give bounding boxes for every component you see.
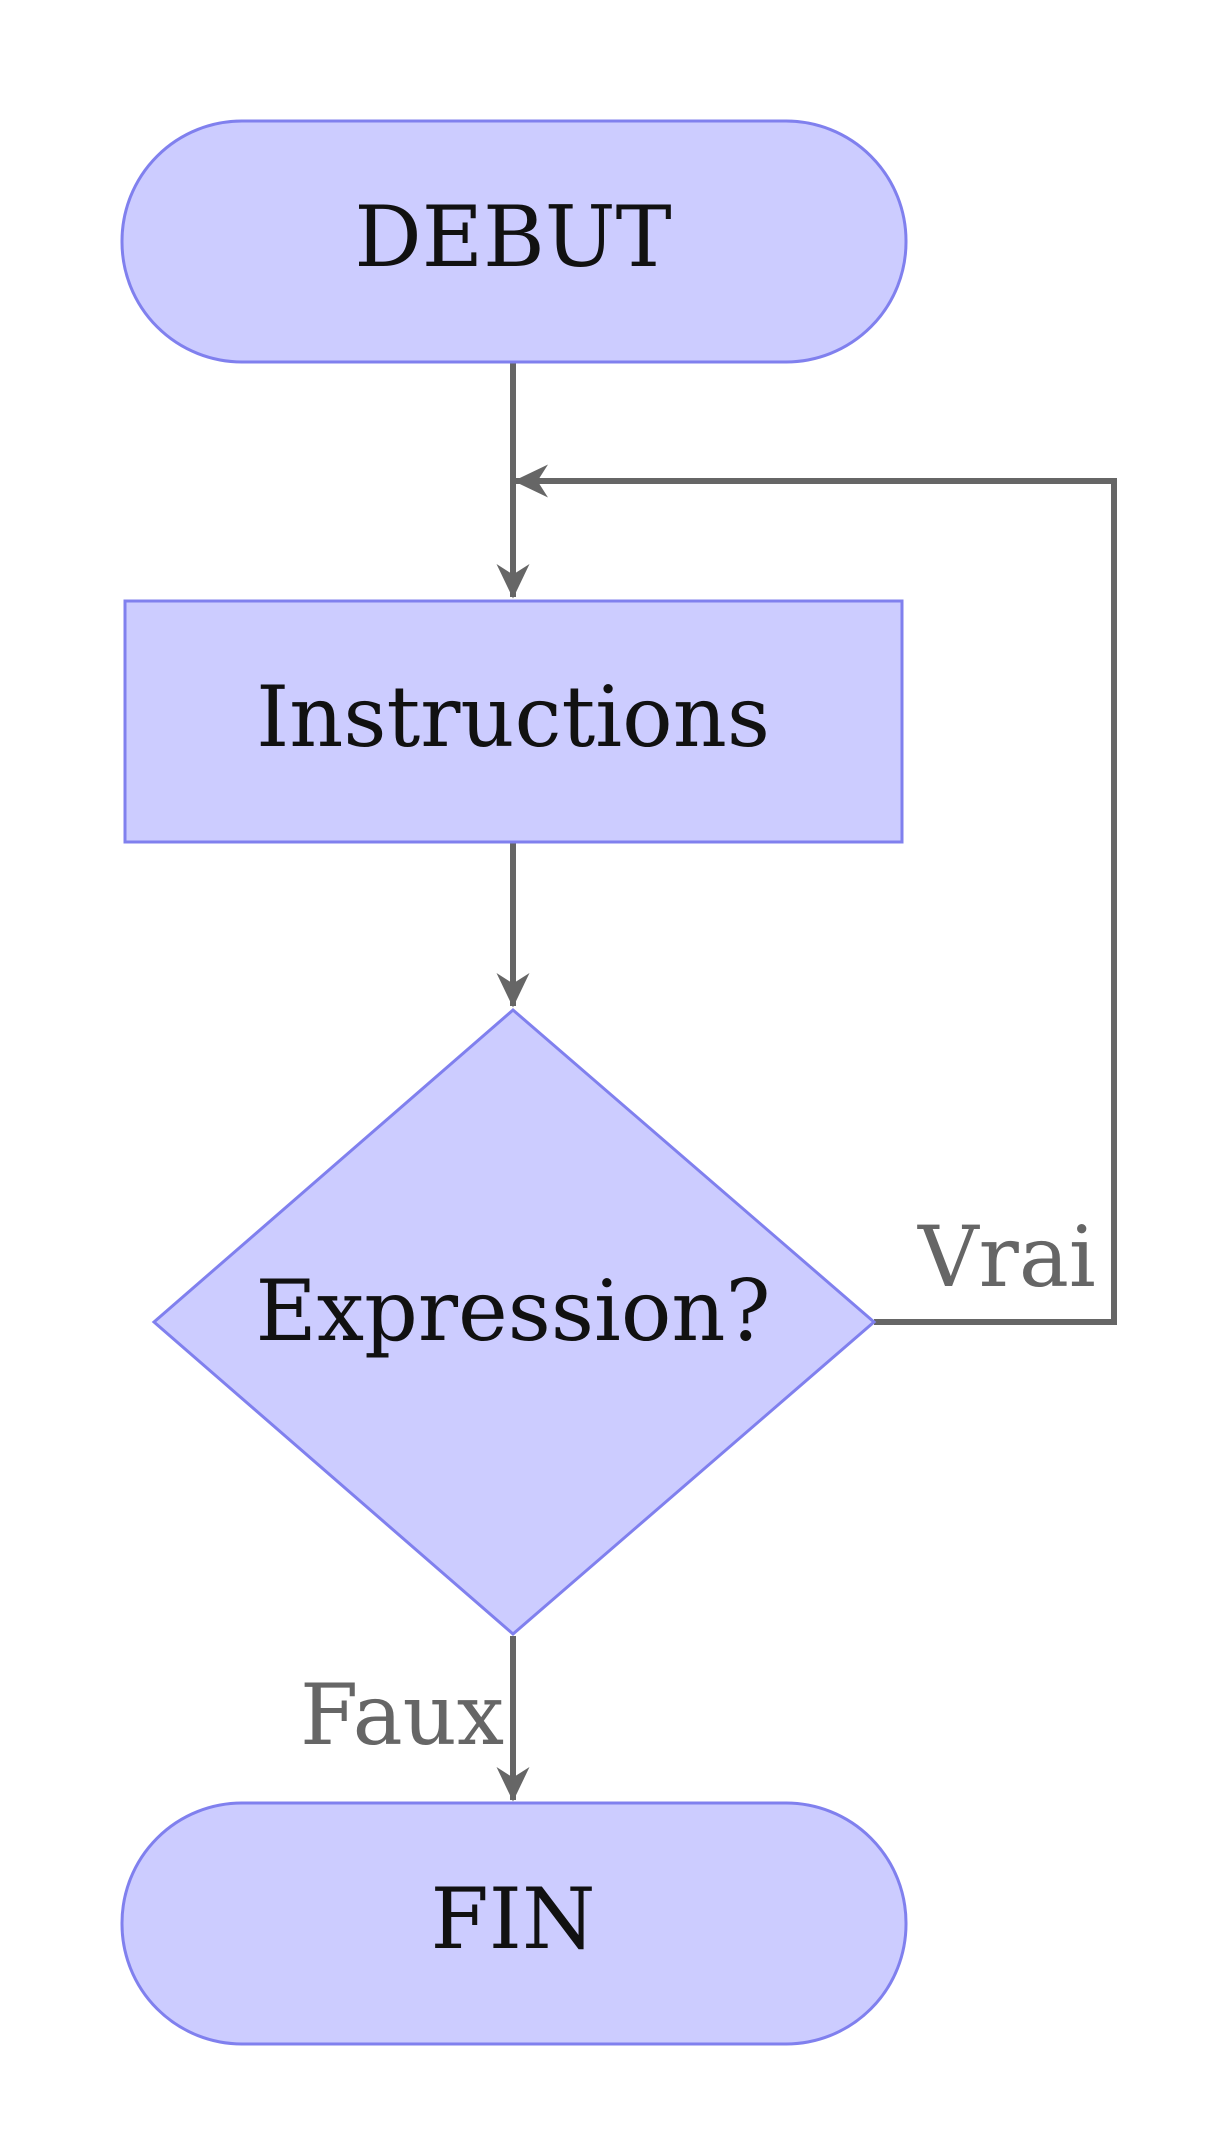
decision-label: Expression? [255,1262,770,1360]
node-decision: Expression? [151,1008,877,1636]
instructions-label: Instructions [256,668,770,766]
start-label: DEBUT [354,188,671,286]
edge-label-true: Vrai [917,1208,1096,1306]
edge-decision-true-loop [513,464,1117,1325]
decision-diamond-shape [151,1008,877,1636]
end-label: FIN [431,1870,596,1968]
edge-label-false: Faux [300,1666,504,1764]
node-end: FIN [120,1801,908,2046]
instructions-process-shape [123,599,904,844]
end-terminator-shape [120,1801,908,2046]
node-start: DEBUT [120,119,908,364]
edges [496,362,1117,1802]
start-terminator-shape [120,119,908,364]
node-instructions: Instructions [123,599,904,844]
